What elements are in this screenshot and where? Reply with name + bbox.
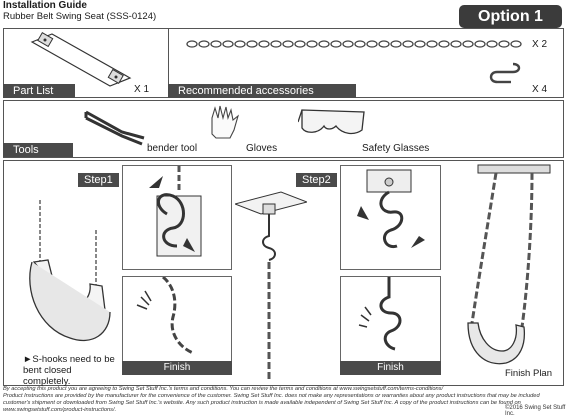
legal-footer: By accepting this product you are agreei… [3,386,565,414]
parts-divider [168,28,169,98]
finish2-panel [340,276,441,374]
finish1-panel [122,275,232,374]
swing-hanger-chain-image [235,191,307,380]
tool-bender-label: bender tool [147,143,198,154]
page-title: Installation Guide [3,0,87,11]
footer-line-1: By accepting this product you are agreei… [3,386,444,392]
s-hook-note: ►S-hooks need to be bent closed complete… [23,354,115,387]
recommended-accessories-label: Recommended accessories [168,84,356,98]
swing-with-chains-image [29,200,111,342]
tools-label: Tools [3,143,73,157]
part-list-label: Part List [3,84,75,98]
step1-tab: Step1 [78,173,119,187]
s-hook-accessory-image [489,62,521,84]
seat-quantity: X 1 [134,84,150,95]
finish1-caption: Finish [122,361,232,375]
finish1-illustration [136,275,194,355]
bender-tool-icon [84,110,145,146]
product-subtitle: Rubber Belt Swing Seat (SSS-0124) [3,11,157,22]
option-badge: Option 1 [459,5,562,28]
step2-panel [340,165,441,270]
step2-tab: Step2 [296,173,337,187]
chain-accessory-image [186,40,522,48]
tools-frame [3,100,564,158]
installation-frame [3,160,564,386]
step1-panel [122,165,232,270]
safety-glasses-icon [298,109,365,135]
footer-line-4: www.swingsetstuff.com/product-instructio… [3,407,117,413]
step2-illustration [357,169,425,249]
finish-plan-label: Finish Plan [505,368,552,379]
footer-line-3: customer's shipment or downloaded from S… [3,400,521,406]
finish2-caption: Finish [340,361,441,375]
gloves-icon [211,105,240,139]
finish2-illustration [358,277,402,351]
step1-illustration [149,166,202,257]
finish-plan-image [467,164,551,365]
chain-quantity: X 2 [532,39,548,50]
tool-glasses-label: Safety Glasses [362,143,430,154]
tool-gloves-label: Gloves [246,143,278,154]
s-hook-quantity: X 4 [532,84,548,95]
footer-line-2: Product Instructions are provided by the… [3,393,540,399]
swing-seat-part-image [30,31,132,87]
copyright: ©2016 Swing Set Stuff Inc. [505,405,566,417]
